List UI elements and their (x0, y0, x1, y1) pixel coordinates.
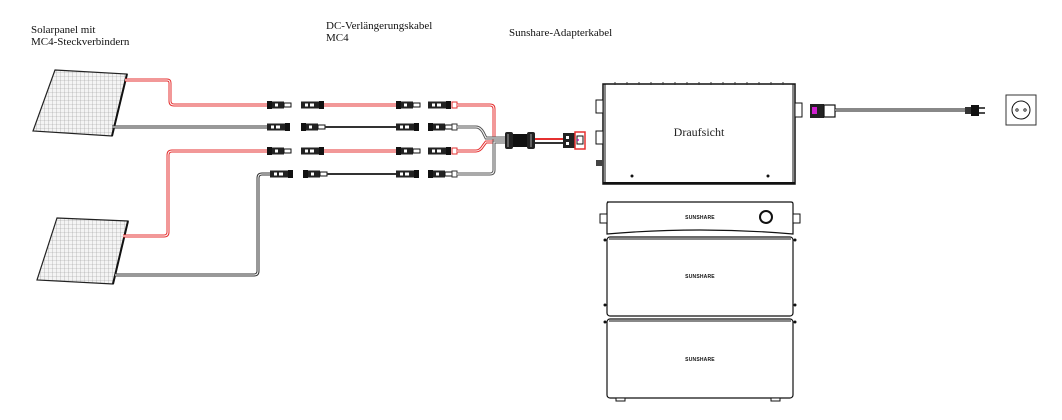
battery-module-1: SUNSHARE (603, 236, 797, 317)
y-branch-connector (505, 132, 535, 149)
solar-panel-label: Solarpanel mit MC4-Steckverbindern (31, 24, 129, 48)
dc-cable-label-line1: DC-Verlängerungskabel (326, 20, 433, 32)
battery-stack: SUNSHARE SUNSHARE SUNSHARE (599, 201, 801, 402)
ac-output-cable (810, 104, 965, 118)
extension-cable-left-connectors (300, 101, 328, 179)
brand-logo: SUNSHARE (685, 215, 715, 221)
adapter-cable-input-connectors (427, 101, 458, 179)
battery-module-2: SUNSHARE (603, 318, 797, 402)
panel2-negative-cable (115, 172, 270, 277)
extension-cables (324, 103, 396, 175)
mc4-connector-icon (266, 100, 293, 178)
dc-cable-label-line2: MC4 (326, 32, 349, 44)
solar-panel-label-line2: MC4-Steckverbindern (31, 36, 130, 48)
adapter-cable-wires (457, 103, 505, 176)
brand-logo: SUNSHARE (685, 357, 715, 363)
panel2-positive-cable (123, 149, 267, 238)
panel1-positive-cable (125, 78, 267, 107)
battery-control-unit: SUNSHARE (599, 201, 801, 235)
power-socket-icon (1005, 94, 1037, 126)
inverter-top-view: Draufsicht (595, 82, 803, 185)
dc-cable-label: DC-Verlängerungskabel MC4 (326, 20, 432, 44)
top-view-label: Draufsicht (674, 125, 725, 139)
brand-logo: SUNSHARE (685, 274, 715, 280)
solar-panel-label-line1: Solarpanel mit (31, 24, 96, 36)
inverter-plug (563, 131, 586, 150)
adapter-trunk-cable (535, 138, 563, 144)
adapter-cable-label: Sunshare-Adapterkabel (509, 27, 613, 39)
power-plug-icon (965, 105, 985, 116)
solar-panel-2 (36, 217, 129, 285)
extension-cable-right-connectors (395, 100, 421, 178)
